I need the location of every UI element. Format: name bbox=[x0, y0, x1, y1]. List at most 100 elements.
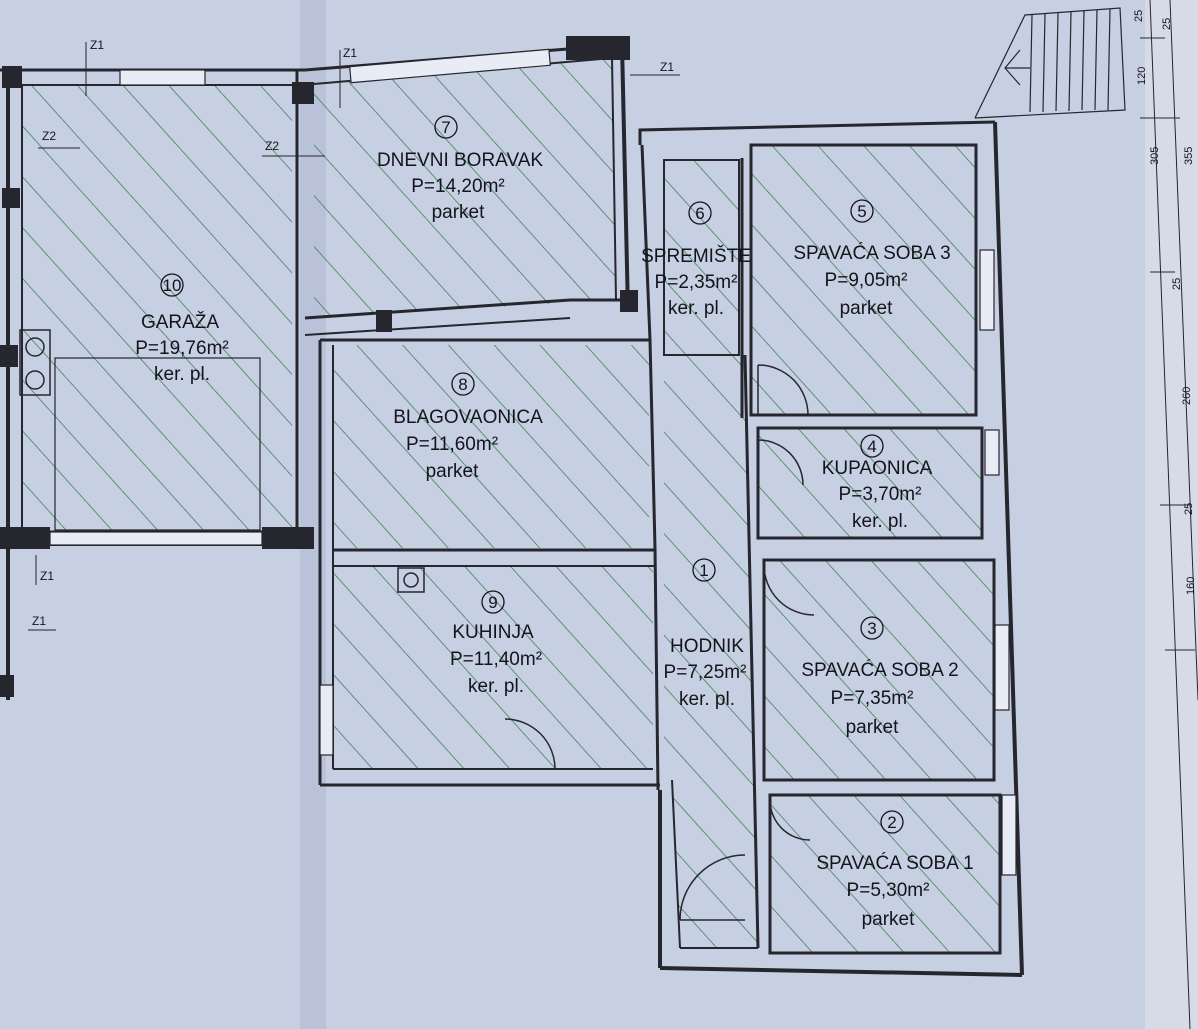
dim-label-25: 25 bbox=[1171, 278, 1183, 290]
window-garage-bottom bbox=[49, 531, 263, 546]
dim-label-355: 355 bbox=[1183, 147, 1195, 165]
dim-label-25: 25 bbox=[1133, 10, 1145, 22]
door-entrance-swing bbox=[679, 854, 746, 921]
vent-box bbox=[19, 329, 51, 396]
dimension-lines bbox=[1140, 0, 1198, 1029]
axis-label-z2: Z2 bbox=[42, 129, 56, 143]
floor-kuhinja bbox=[333, 567, 653, 769]
room-number: 8 bbox=[458, 375, 467, 394]
floor-garaza bbox=[22, 85, 292, 530]
room-area: P=19,76m² bbox=[135, 338, 228, 359]
room-number: 1 bbox=[699, 561, 708, 580]
kitchen-wall-right bbox=[653, 547, 660, 791]
column bbox=[0, 675, 14, 697]
room-area: P=11,60m² bbox=[406, 434, 498, 455]
vent-circle-icon bbox=[25, 370, 45, 390]
room-name: SPAVAĆA SOBA 2 bbox=[801, 659, 958, 681]
dim-line-vertical-2 bbox=[1169, 0, 1198, 701]
door-bathroom-swing bbox=[757, 439, 804, 486]
axis-label-z1: Z1 bbox=[40, 569, 54, 583]
living-wall-bottom-2 bbox=[304, 317, 571, 336]
axis-markers bbox=[28, 42, 680, 631]
room-floor: ker. pl. bbox=[679, 689, 735, 710]
stair-step bbox=[1055, 12, 1059, 112]
door-bedroom-1-swing bbox=[769, 799, 811, 841]
column bbox=[262, 527, 314, 549]
floor-dnevni-boravak bbox=[314, 58, 616, 318]
dim-line-vertical bbox=[1149, 0, 1191, 1029]
east-wing-outer-right bbox=[993, 121, 1024, 976]
room-name: DNEVNI BORAVAK bbox=[377, 150, 543, 171]
room-area: P=2,35m² bbox=[655, 272, 738, 293]
dim-label-305: 305 bbox=[1149, 147, 1161, 165]
living-wall-bottom bbox=[304, 298, 630, 320]
room-floors bbox=[22, 58, 1000, 953]
bedroom-2-walls bbox=[762, 558, 996, 782]
room-area: P=3,70m² bbox=[839, 484, 922, 505]
room-number: 6 bbox=[695, 204, 704, 223]
column bbox=[2, 66, 22, 88]
living-wall-right bbox=[620, 43, 630, 313]
dining-wall-right bbox=[648, 339, 657, 549]
floor-spremiste bbox=[664, 160, 739, 355]
room-name: BLAGOVAONICA bbox=[393, 407, 543, 428]
axis-label-z1: Z1 bbox=[32, 614, 46, 628]
axis-label-z1: Z1 bbox=[90, 38, 104, 52]
room-floor: parket bbox=[432, 202, 486, 223]
room-name: KUHINJA bbox=[452, 622, 534, 643]
room-number-badge bbox=[160, 273, 184, 297]
dimension-labels: 25 25 120 305 355 25 260 25 160 bbox=[1133, 10, 1197, 595]
door-bedroom-3-swing bbox=[757, 364, 809, 416]
room-area: P=11,40m² bbox=[450, 649, 542, 670]
window-bedroom-3 bbox=[979, 249, 995, 331]
room-floor: ker. pl. bbox=[154, 364, 210, 385]
hallway-wall-left bbox=[671, 779, 681, 949]
living-wall-right-inner bbox=[611, 57, 617, 301]
door-bedroom-2-swing bbox=[763, 564, 815, 616]
kitchen-vent-box bbox=[397, 567, 425, 593]
axis-label-z2: Z2 bbox=[265, 139, 279, 153]
room-area: P=7,25m² bbox=[664, 662, 747, 683]
floor-hodnik bbox=[664, 355, 758, 948]
stair-step bbox=[1094, 9, 1098, 111]
axis-label-z1: Z1 bbox=[343, 46, 357, 60]
room-name: SPREMIŠTE bbox=[641, 245, 751, 267]
bedroom-1-walls bbox=[768, 793, 1002, 955]
columns bbox=[0, 36, 638, 697]
floor-kupaonica bbox=[758, 428, 982, 538]
dim-label-25: 25 bbox=[1161, 18, 1173, 30]
door-kitchen-swing bbox=[504, 718, 556, 770]
stair-step bbox=[1081, 10, 1085, 111]
windows bbox=[49, 48, 1017, 876]
column bbox=[376, 310, 392, 332]
dim-label-120: 120 bbox=[1136, 67, 1148, 85]
stair-step bbox=[1068, 11, 1072, 112]
room-number-badge bbox=[880, 810, 904, 834]
room-number-badge bbox=[860, 434, 884, 458]
hallway-wall-right bbox=[743, 354, 760, 949]
room-name: KUPAONICA bbox=[822, 458, 933, 479]
room-number-badge bbox=[850, 199, 874, 223]
room-name: SPAVAĆA SOBA 1 bbox=[816, 852, 973, 874]
room-number-badge bbox=[688, 201, 712, 225]
dim-label-160: 160 bbox=[1185, 577, 1197, 595]
room-floor: parket bbox=[862, 909, 916, 930]
room-name: SPAVAĆA SOBA 3 bbox=[793, 242, 950, 264]
room-number-badge bbox=[451, 372, 475, 396]
floor-spavaca-soba-3 bbox=[751, 145, 976, 415]
dim-label-260: 260 bbox=[1181, 387, 1193, 405]
window-bedroom-1 bbox=[1001, 794, 1017, 876]
room-area: P=14,20m² bbox=[411, 176, 504, 197]
room-floor: parket bbox=[846, 717, 900, 738]
window-bedroom-2 bbox=[994, 624, 1010, 711]
vent-symbols bbox=[19, 329, 425, 593]
east-wing-left-upper bbox=[640, 144, 652, 341]
kitchen-vent-icon bbox=[403, 572, 419, 588]
page-edge-right bbox=[1145, 0, 1198, 1029]
bedroom-3-walls bbox=[749, 143, 978, 417]
room-number: 2 bbox=[887, 813, 896, 832]
column bbox=[620, 290, 638, 312]
dim-label-25: 25 bbox=[1183, 503, 1195, 515]
room-area: P=5,30m² bbox=[847, 880, 930, 901]
